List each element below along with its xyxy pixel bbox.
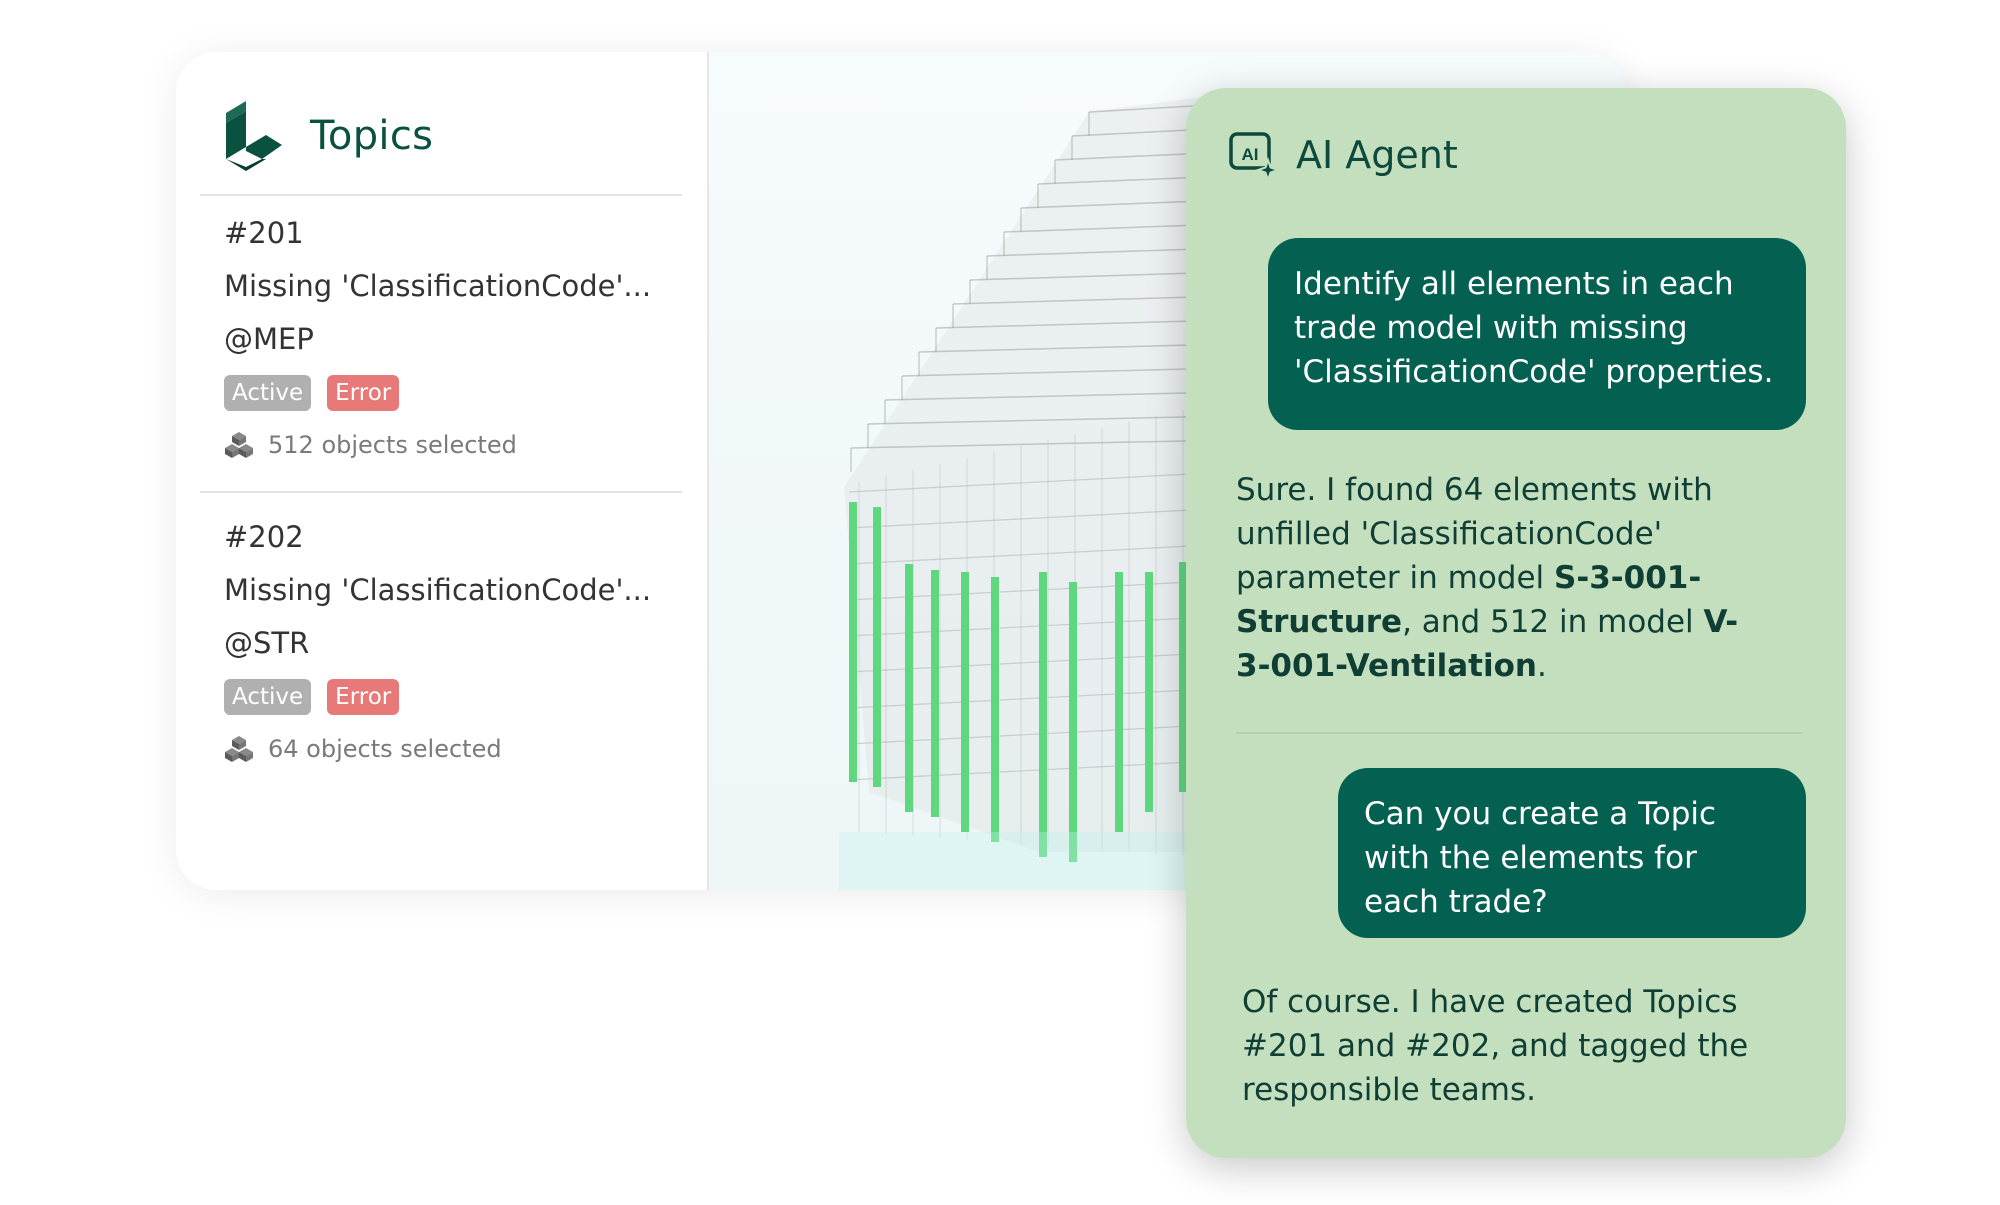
highlighted-column xyxy=(991,577,999,842)
building-mass xyxy=(844,92,1239,852)
objects-count: 512 objects selected xyxy=(268,431,517,459)
floor-line xyxy=(918,343,1230,353)
status-badge: Active xyxy=(224,679,312,715)
topic-tags: Active Error xyxy=(224,375,684,411)
topic-number: #202 xyxy=(224,520,304,554)
floor-line xyxy=(935,319,1230,329)
highlighted-column xyxy=(849,502,857,782)
topic-number: #201 xyxy=(224,216,304,250)
severity-badge: Error xyxy=(327,679,400,715)
topic-tags: Active Error xyxy=(224,679,684,715)
topic-item-201[interactable]: #201 Missing 'ClassificationCode'... @ME… xyxy=(224,211,684,459)
app-logo-icon xyxy=(226,101,282,171)
user-message-text: Can you create a Topic with the elements… xyxy=(1364,796,1717,920)
agent-reply-text: , and 512 in model xyxy=(1402,604,1704,640)
floor-line xyxy=(848,507,1230,529)
agent-header: AI AI Agent xyxy=(1228,130,1458,180)
floor-line xyxy=(850,439,1230,449)
floor-line xyxy=(884,391,1230,401)
highlighted-column xyxy=(1115,572,1123,832)
ai-sparkle-icon: AI xyxy=(1229,132,1278,180)
user-message-text: Identify all elements in each trade mode… xyxy=(1294,266,1774,390)
floor-line xyxy=(867,415,1230,425)
topic-item-202[interactable]: #202 Missing 'ClassificationCode'... @ST… xyxy=(224,515,684,763)
topics-title: Topics xyxy=(310,113,434,159)
objects-selected: 512 objects selected xyxy=(224,431,684,459)
agent-reply: Sure. I found 64 elements with unfilled … xyxy=(1236,468,1756,688)
severity-badge: Error xyxy=(327,375,400,411)
cubes-icon xyxy=(225,736,253,762)
cubes-icon xyxy=(225,432,253,458)
highlighted-column xyxy=(1039,572,1047,857)
model-name-structure: S-3-001-Structure xyxy=(1236,560,1702,640)
floor-line xyxy=(969,271,1230,281)
highlighted-column xyxy=(873,507,881,787)
topic-trade: @MEP xyxy=(224,322,314,356)
agent-reply: Of course. I have created Topics #201 an… xyxy=(1242,980,1762,1112)
highlighted-column xyxy=(1069,582,1077,862)
ground-haze xyxy=(839,832,1239,890)
topics-header: Topics xyxy=(224,96,433,176)
objects-count: 64 objects selected xyxy=(268,735,502,763)
user-message: Identify all elements in each trade mode… xyxy=(1268,238,1806,430)
topic-subject: Missing 'ClassificationCode'... xyxy=(224,573,652,607)
topic-trade: @STR xyxy=(224,626,310,660)
highlighted-column xyxy=(1145,572,1153,812)
user-message: Can you create a Topic with the elements… xyxy=(1338,768,1806,938)
highlighted-column xyxy=(1179,562,1187,792)
ai-icon-label: AI xyxy=(1242,145,1259,164)
highlighted-column xyxy=(961,572,969,832)
topic-subject: Missing 'ClassificationCode'... xyxy=(224,269,652,303)
model-name-ventilation: V-3-001-Ventilation xyxy=(1236,604,1739,684)
ai-agent-panel: AI AI Agent Identify all elements in eac… xyxy=(1186,88,1846,1158)
agent-reply-text: Sure. I found 64 elements with unfilled … xyxy=(1236,472,1713,596)
agent-title: AI Agent xyxy=(1296,133,1458,177)
topics-panel: Topics #201 Missing 'ClassificationCode'… xyxy=(176,52,709,890)
topics-divider xyxy=(200,194,682,196)
highlighted-column xyxy=(931,570,939,817)
agent-reply-text: . xyxy=(1536,648,1547,684)
status-badge: Active xyxy=(224,375,312,411)
floor-line xyxy=(848,471,1230,493)
highlighted-column xyxy=(905,564,913,812)
building-model-render[interactable] xyxy=(709,52,1626,890)
agent-divider xyxy=(1236,732,1802,734)
objects-selected: 64 objects selected xyxy=(224,735,684,763)
agent-reply-text: Of course. I have created Topics #201 an… xyxy=(1242,984,1749,1108)
topics-divider xyxy=(200,491,682,493)
floor-line xyxy=(848,543,1230,565)
floor-line xyxy=(901,367,1230,377)
floor-line xyxy=(952,295,1230,305)
